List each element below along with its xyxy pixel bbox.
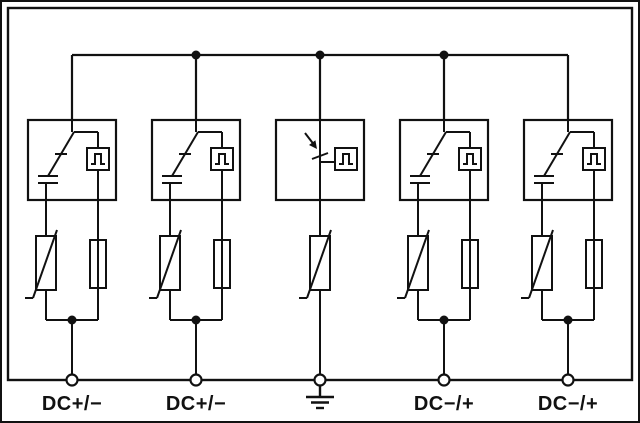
- earth-ground-icon: [306, 385, 334, 410]
- branch-5: [520, 118, 614, 375]
- terminals: [65, 373, 575, 387]
- disconnector-switch-icon: [398, 118, 490, 202]
- junction-dot: [439, 50, 449, 60]
- terminal-circle: [437, 373, 451, 387]
- fuse-icon: [213, 239, 231, 289]
- bus-junction-dots: [191, 50, 449, 60]
- varistor-icon: [24, 229, 58, 299]
- terminal-circle: [561, 373, 575, 387]
- terminal-circle: [313, 373, 327, 387]
- varistor-icon: [396, 229, 430, 299]
- disconnector-switch-icon: [150, 118, 242, 202]
- terminal-label-dc-5: DC−/+: [537, 393, 599, 415]
- junction-dot: [191, 50, 201, 60]
- terminal-label-dc-2: DC+/−: [165, 393, 227, 415]
- branch-2: [148, 118, 242, 375]
- terminal-label-dc-4: DC−/+: [413, 393, 475, 415]
- terminal-circle: [65, 373, 79, 387]
- bus-line: [70, 53, 570, 121]
- junction-dot: [315, 50, 325, 60]
- varistor-icon: [148, 229, 182, 299]
- fuse-icon: [89, 239, 107, 289]
- spark-gap-icon: [274, 118, 366, 202]
- varistor-icon: [298, 229, 332, 299]
- disconnector-switch-icon: [522, 118, 614, 202]
- fuse-icon: [585, 239, 603, 289]
- varistor-icon: [520, 229, 554, 299]
- disconnector-switch-icon: [26, 118, 118, 202]
- branch-4: [396, 118, 490, 375]
- branch-1: [24, 118, 118, 375]
- branch-3: [274, 118, 366, 375]
- terminal-label-dc-1: DC+/−: [41, 393, 103, 415]
- terminal-circle: [189, 373, 203, 387]
- fuse-icon: [461, 239, 479, 289]
